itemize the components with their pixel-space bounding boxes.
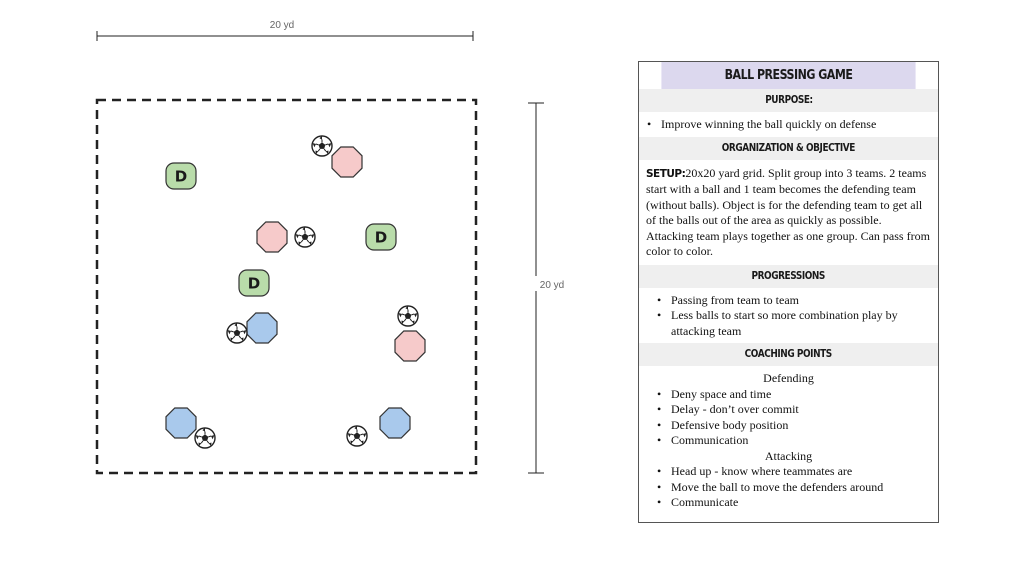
defender-label: D [175,168,187,186]
defending-point: Deny space and time [657,387,928,403]
defender-label: D [248,275,260,293]
drill-card: BALL PRESSING GAME PURPOSE: Improve winn… [638,61,939,523]
purpose-item: Improve winning the ball quickly on defe… [647,117,930,133]
top-dimension: 20 yd [96,20,474,41]
defender-player: D [165,162,197,190]
soccer-ball-icon [226,322,248,344]
progression-item: Less balls to start so more combination … [657,308,928,339]
defender-player: D [238,269,270,297]
pink-team-player [394,330,426,362]
organization-heading: ORGANIZATION & OBJECTIVE [639,136,938,160]
defender-label: D [375,229,387,247]
card-title: BALL PRESSING GAME [661,62,916,89]
pink-team-player [256,221,288,253]
soccer-ball-icon [294,226,316,248]
setup-label: SETUP: [646,167,686,180]
attacking-point: Head up - know where teammates are [657,464,928,480]
side-dimension: 20 yd [528,102,570,474]
blue-team-player [246,312,278,344]
setup-text: 20x20 yard grid. Split group into 3 team… [646,165,930,259]
defending-point: Communication [657,433,928,449]
attacking-list: Head up - know where teammates are Move … [639,464,938,511]
coaching-heading: COACHING POINTS [639,343,938,366]
soccer-ball-icon [194,427,216,449]
soccer-ball-icon [397,305,419,327]
setup-description: SETUP:20x20 yard grid. Split group into … [639,160,938,265]
attacking-point: Move the ball to move the defenders arou… [657,480,928,496]
side-dimension-label: 20 yd [540,280,564,291]
purpose-list: Improve winning the ball quickly on defe… [639,112,938,137]
top-dimension-label: 20 yd [270,20,294,31]
attacking-label: Attacking [764,448,813,463]
soccer-ball-icon [346,425,368,447]
defending-label: Defending [763,371,814,385]
pink-team-player [331,146,363,178]
soccer-ball-icon [311,135,333,157]
blue-team-player [165,407,197,439]
defending-list: Deny space and time Delay - don’t over c… [639,387,938,449]
progression-item: Passing from team to team [657,293,928,309]
attacking-point: Communicate [657,495,928,511]
progressions-heading: PROGRESSIONS [639,264,938,288]
coaching-points: Defending Deny space and time Delay - do… [639,366,938,511]
purpose-heading: PURPOSE: [639,89,938,112]
progressions-list: Passing from team to team Less balls to … [639,288,938,344]
defending-point: Defensive body position [657,418,928,434]
blue-team-player [379,407,411,439]
defending-point: Delay - don’t over commit [657,402,928,418]
field-boundary [95,98,478,475]
defender-player: D [365,223,397,251]
